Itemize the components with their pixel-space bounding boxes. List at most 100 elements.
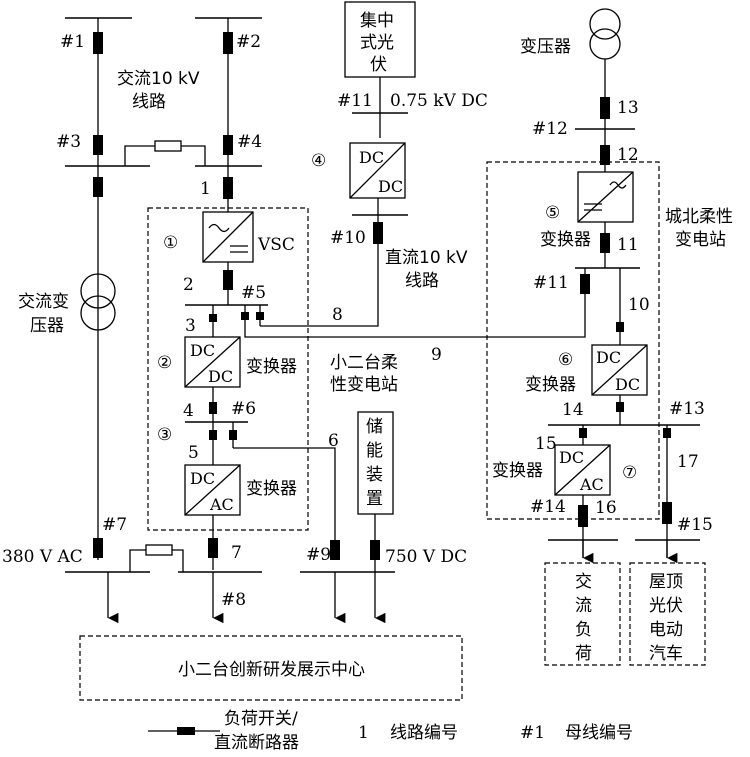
legend-switch-label: 负荷开关/ [224,709,298,729]
ac-wave-icon [208,223,230,233]
center-label: 小二台创新研发展示中心 [178,660,365,680]
dc-breaker-icon [209,430,217,440]
line-label: 1 [200,179,211,199]
bus-label: #11 [533,273,569,293]
ac-transformer-icon [80,273,116,309]
line-label: 12 [617,145,639,165]
bus-label: #4 [237,132,262,152]
dc-breaker-icon [241,312,249,320]
diagram-label: 小二台柔 [330,353,398,373]
diagram-label: 屋顶 [649,572,683,592]
diagram-label: 汽车 [649,644,683,664]
bus-label: #8 [221,590,246,610]
diagram-label: 储 [366,417,383,437]
bus-label: #12 [532,119,568,139]
bus-label: #5 [241,283,266,303]
line-label: 16 [595,498,617,518]
diagram-label: 负 [575,620,592,640]
bus-label: #11 [337,91,373,111]
diagram-label: DC [378,177,403,196]
diagram-label: DC [190,341,215,360]
text-layer: #1 #2 #3 #4 #5 #6 #7 #8 #9 #10 #11 #11 #… [2,11,733,753]
diagram-label: 变压器 [520,37,571,57]
diagram-label: 性变电站 [330,375,398,395]
line-label: 5 [188,443,199,463]
bus-label: #2 [236,32,261,52]
bus-label: #6 [231,399,256,419]
dc-breaker-icon [256,312,264,320]
diagram-label: VSC [257,235,295,255]
load-switch-icon [370,540,380,560]
energy-storage-box [357,411,394,515]
diagram-label: 能 [366,441,383,461]
diagram-label: 置 [366,489,383,509]
bus-label: #15 [677,515,713,535]
line-label: 3 [185,316,196,336]
load-switch-icon [208,538,218,558]
load-switch-icon [93,538,103,558]
innovation-center-box [79,635,463,701]
load-switch-icon [93,177,103,197]
diagram-label: 变电站 [675,230,726,250]
diagram-label: 交流10 kV [117,69,200,89]
load-switch-icon [330,540,340,560]
diagram-label: 变换器 [246,479,297,499]
dc-breaker-icon [616,402,624,412]
diagram-label: DC [208,367,233,386]
bus-label: #14 [530,497,566,517]
legend-switch-icon [177,727,195,735]
dc-breaker-icon [209,402,217,414]
diagram-label: 变换器 [525,375,576,395]
load-switch-icon [600,97,610,119]
line-label: 14 [562,400,584,420]
legend-line-sample: 1 [358,723,369,743]
legend-bus-sample: #1 [520,723,545,743]
legend-line-label: 线路编号 [390,723,458,743]
diagram-label: 装 [366,465,383,485]
diagram-label: 式光 [360,33,394,53]
line-label: 2 [183,275,194,295]
diagram-label: DC [596,348,621,367]
diagram-label: 线路 [132,92,166,112]
diagram-label: 变换器 [492,461,543,481]
line-label: 8 [332,305,343,325]
legend-switch-label: 直流断路器 [214,733,299,753]
load-switch-icon [223,135,233,155]
load-switch-icon [600,233,610,253]
bus-label: #9 [306,545,331,565]
bus-label: #13 [669,399,705,419]
line-label: 11 [617,235,639,255]
diagram-label: 750 V DC [385,547,467,567]
diagram-label: 城北柔性 [665,207,733,227]
line-label: 7 [231,543,242,563]
circled-number: ④ [311,151,326,171]
load-switch-icon [662,502,672,524]
line-label: 10 [628,295,650,315]
resistor-icon [145,544,173,556]
diagram-label: 380 V AC [2,547,83,567]
resistor-icon [154,140,182,152]
diagram-label: AC [579,475,604,494]
line-label: 6 [328,431,339,451]
load-switch-icon [373,222,383,244]
load-switch-icon [223,32,233,54]
diagram-label: DC [615,375,640,394]
line-label: 15 [535,434,557,454]
diagram-label: 交流变 [18,292,69,312]
circled-number: ① [163,233,178,253]
diagram-label: 荷 [575,644,592,664]
circled-number: ⑤ [545,203,560,223]
load-switch-icon [600,145,610,165]
line-label: 13 [617,98,639,118]
tie-line-3-4 [124,140,206,166]
xiaoertai-substation-box [147,207,309,531]
diagram-label: DC [559,448,584,467]
ac-feeder-right [195,17,262,212]
line-label: 17 [677,452,699,472]
bus-label: #10 [330,228,366,248]
transformer-icon [589,8,621,40]
diagram-label: 0.75 kV DC [390,91,488,111]
dc-breaker-icon [579,428,587,438]
